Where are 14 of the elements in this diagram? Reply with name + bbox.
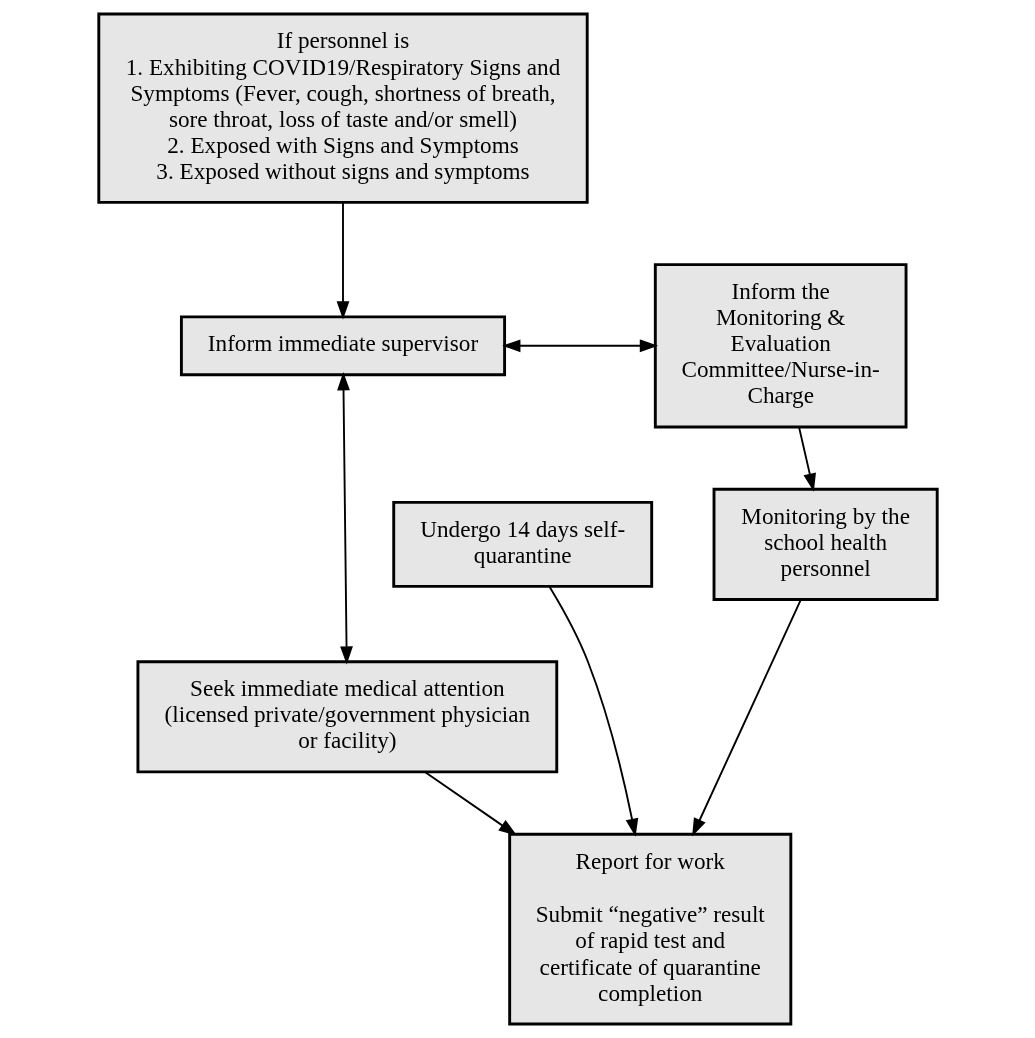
arrow — [336, 201, 349, 320]
node-box: Monitoring by the school health personnel — [712, 487, 939, 601]
node-box: Inform immediate supervisor — [179, 315, 506, 377]
arrow — [501, 339, 658, 353]
node-box: Inform the Monitoring & Evaluation Committee/Nurse-in-Charge — [653, 263, 907, 429]
arrow — [691, 598, 802, 837]
arrow — [423, 771, 517, 836]
node-box: If personnel is 1. Exhibiting COVID19/Respiratory Signs and Symptoms (Fever, cough, shortness of breath, sore throat, loss of taste and/or smell) 2. Exposed with Signs and Symptoms 3. Exposed without signs and symptoms — [96, 12, 589, 204]
arrow — [336, 372, 353, 665]
node-box: Undergo 14 days self-quarantine — [391, 500, 653, 588]
arrow — [797, 426, 816, 492]
node-box: Report for work Submit “negative” result of rapid test and certificate of quarantine completion — [507, 832, 792, 1026]
arrow — [548, 585, 638, 837]
node-box: Seek immediate medical attention (licensed private/government physician or facility) — [136, 660, 558, 774]
